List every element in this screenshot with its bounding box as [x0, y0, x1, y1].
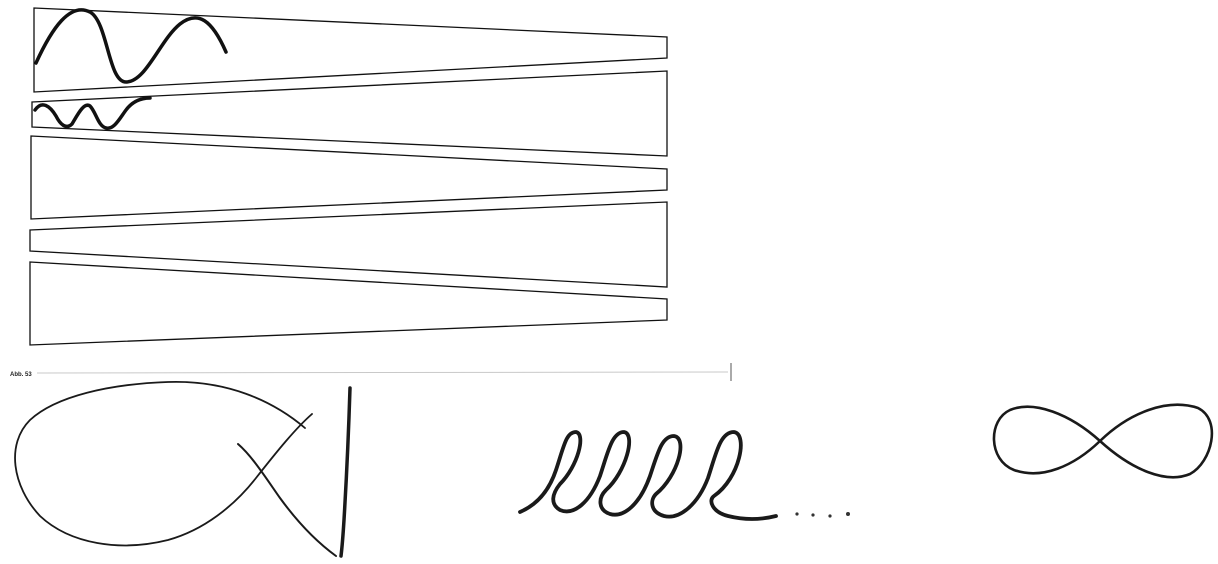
fish-loop-sketch: [15, 382, 312, 546]
hand-sketches: [15, 382, 1212, 556]
spiral-loops-sketch: [520, 432, 776, 519]
fish-tail-stroke: [238, 444, 336, 556]
vertical-stroke: [341, 388, 350, 556]
infinity-sketch: [994, 405, 1212, 477]
ellipsis-dot-4: [846, 512, 850, 516]
tapered-strip-1: [34, 8, 667, 92]
ellipsis-dot-2: [811, 513, 814, 516]
short-wave-curve: [35, 98, 150, 128]
panel-separator: [37, 372, 728, 373]
ellipsis-dot-3: [828, 514, 831, 517]
tapered-strip-5: [30, 262, 667, 345]
figure-caption: Abb. 53: [10, 372, 32, 378]
tapered-strip-2: [32, 71, 667, 156]
tapered-strips-panel: [30, 8, 667, 345]
ellipsis-dot-1: [795, 512, 798, 515]
long-wave-curve: [36, 10, 226, 82]
